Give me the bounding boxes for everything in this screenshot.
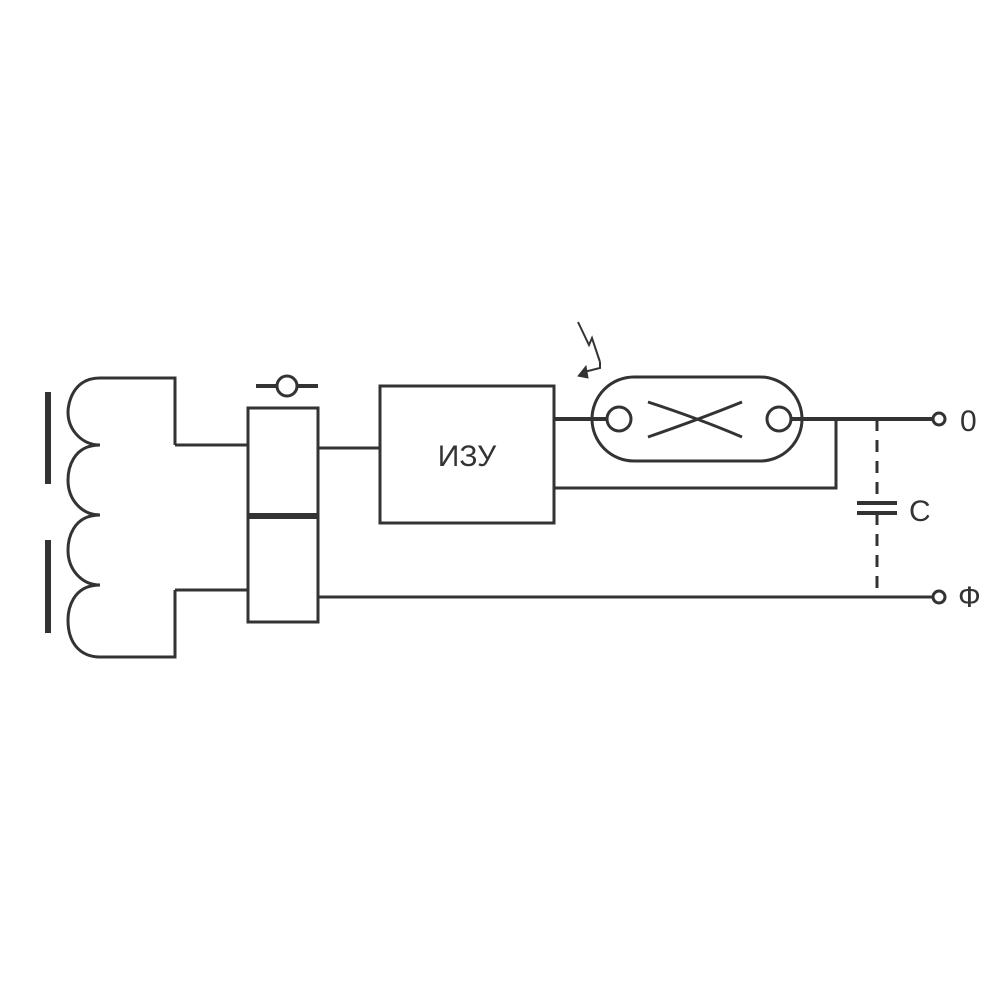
ignition-unit-box — [378, 384, 556, 525]
light-arrow-head — [577, 364, 589, 379]
lamp-electrode-left — [605, 405, 633, 433]
terminal-phase-icon[interactable] — [931, 589, 947, 605]
push-button-icon — [275, 374, 299, 398]
light-arrow-icon — [577, 321, 601, 373]
terminal-neutral-icon[interactable] — [931, 411, 947, 427]
ignition-unit-label: ИЗУ — [438, 440, 497, 473]
capacitor-label: С — [909, 495, 931, 528]
wire-izu-return — [554, 419, 838, 490]
lamp-electrode-right — [765, 405, 793, 433]
lamp-cross-icon — [647, 400, 743, 439]
choke-coil — [66, 376, 177, 659]
terminal-phase-label: Ф — [958, 581, 981, 614]
terminal-neutral-label: 0 — [960, 405, 977, 438]
